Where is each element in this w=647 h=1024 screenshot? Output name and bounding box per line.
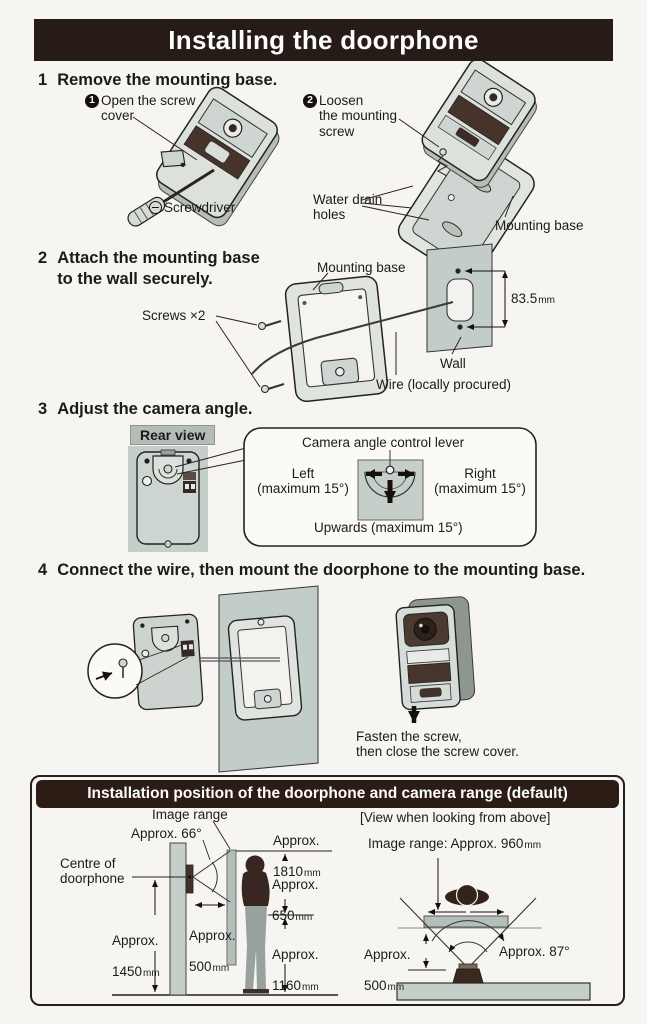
step-2-heading: 2 Attach the mounting base to the wall s… [38, 248, 260, 289]
step-4-text: Connect the wire, then mount the doorpho… [57, 561, 586, 579]
dimension-83-5: 83.5mm [511, 291, 555, 306]
dim-500-side-label: Approx. 500mm [189, 928, 236, 975]
image-range-label: Image range [152, 807, 228, 822]
left-max-label: Left (maximum 15°) [257, 466, 349, 497]
top-view-caption: [View when looking from above] [360, 810, 551, 825]
step-3-heading: 3 Adjust the camera angle. [38, 399, 253, 420]
wall-label: Wall [440, 356, 466, 371]
dim-1160-label: Approx. 1160mm [272, 947, 319, 994]
upwards-max-label: Upwards (maximum 15°) [314, 520, 463, 535]
step-marker-1-icon: 1 [85, 94, 99, 108]
page-title: Installing the doorphone [34, 19, 613, 61]
step-1-number: 1 [38, 71, 48, 89]
mounting-base-label-1: Mounting base [495, 218, 584, 233]
installation-position-panel-border [30, 775, 625, 1006]
step-marker-2-icon: 2 [303, 94, 317, 108]
wire-label: Wire (locally procured) [376, 377, 512, 392]
fasten-screw-label: Fasten the screw, then close the screw c… [356, 729, 519, 760]
step-3-number: 3 [38, 400, 48, 418]
dim-500-top-label: Approx. 500mm [364, 947, 411, 994]
step-2-number: 2 [38, 249, 48, 267]
screwdriver-label: Screwdriver [149, 200, 235, 215]
step-4-number: 4 [38, 561, 48, 579]
mounting-base-label-2: Mounting base [317, 260, 406, 275]
loosen-screw-label: 2 Loosen the mounting screw [303, 93, 397, 139]
angle-87-label: Approx. 87° [499, 944, 570, 959]
dim-650-label: Approx. 650mm [272, 877, 319, 924]
screws-x2-label: Screws ×2 [142, 308, 206, 323]
water-drain-holes-label: Water drain holes [313, 192, 383, 223]
centre-of-doorphone-label: Centre of doorphone [60, 856, 125, 887]
dim-1450-label: Approx. 1450mm [112, 933, 160, 980]
open-screw-cover-label: 1 Open the screw cover [85, 93, 196, 124]
camera-angle-lever-label: Camera angle control lever [302, 435, 465, 450]
installation-position-header: Installation position of the doorphone a… [36, 780, 619, 808]
step-3-text: Adjust the camera angle. [57, 400, 253, 418]
step-2-text: Attach the mounting base to the wall sec… [57, 249, 260, 288]
right-max-label: Right (maximum 15°) [434, 466, 526, 497]
step-4-heading: 4 Connect the wire, then mount the doorp… [38, 560, 585, 581]
doorphone-and-base-illustration [361, 58, 537, 281]
image-range-960-label: Image range: Approx. 960mm [368, 836, 542, 851]
rear-view-tag: Rear view [130, 425, 216, 445]
step-1-heading: 1 Remove the mounting base. [38, 70, 277, 91]
dim-1810-label: Approx. 1810mm [273, 833, 321, 880]
step-1-text: Remove the mounting base. [57, 71, 278, 89]
angle-66-label: Approx. 66° [131, 826, 202, 841]
minus-circle-icon [149, 201, 162, 214]
